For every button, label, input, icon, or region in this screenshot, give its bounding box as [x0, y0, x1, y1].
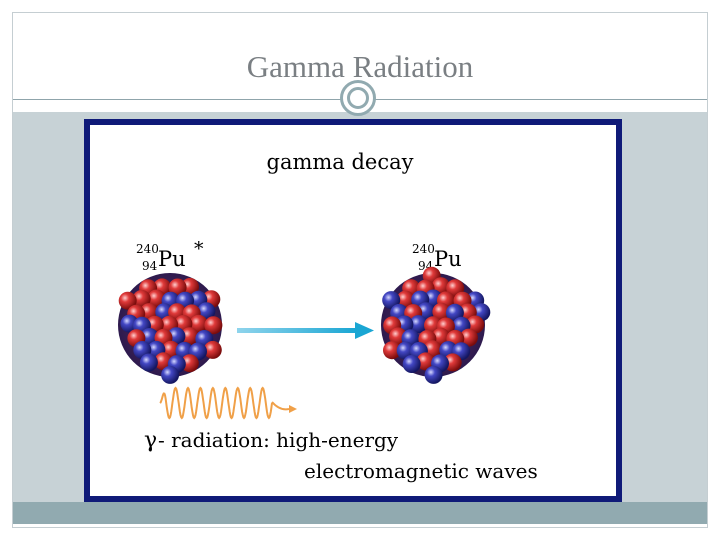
caption-line-2: electromagnetic waves	[304, 459, 538, 483]
proton-ball	[180, 327, 199, 346]
daughter-symbol: Pu	[434, 247, 462, 271]
parent-mass-number: 240	[136, 242, 159, 256]
neutron-ball	[139, 353, 158, 372]
neutron-ball	[424, 365, 443, 384]
gamma-symbol: γ	[144, 428, 157, 453]
parent-nucleus	[118, 273, 223, 384]
neutron-ball	[402, 355, 421, 373]
neutron-ball	[382, 291, 401, 310]
proton-ball	[118, 291, 137, 310]
neutron-ball	[409, 315, 428, 334]
parent-excited-mark: *	[194, 238, 204, 260]
proton-ball	[189, 314, 208, 333]
slide-frame	[12, 12, 708, 528]
footer-bar	[13, 502, 707, 524]
neutron-ball	[396, 341, 415, 360]
proton-ball	[180, 354, 199, 373]
gamma-wave-icon	[159, 386, 297, 420]
daughter-mass-number: 240	[412, 242, 435, 256]
daughter-nucleus	[381, 266, 491, 384]
parent-symbol: Pu	[158, 247, 186, 271]
proton-ball	[132, 289, 151, 308]
parent-atomic-number: 94	[142, 259, 158, 273]
proton-ball	[416, 352, 435, 371]
decay-arrow	[237, 322, 374, 339]
proton-ball	[147, 289, 166, 308]
proton-ball	[168, 278, 187, 297]
proton-ball	[204, 316, 223, 335]
gamma-decay-diagram: gamma decay 240 94 Pu * 240 94 Pu γ - r	[118, 150, 538, 483]
proton-ball	[396, 290, 415, 309]
neutron-ball	[161, 365, 180, 384]
proton-ball	[203, 340, 222, 359]
proton-ball	[459, 328, 478, 347]
proton-ball	[383, 341, 401, 360]
proton-ball	[432, 302, 451, 321]
diagram-heading: gamma decay	[267, 150, 414, 174]
slide-title: Gamma Radiation	[246, 49, 474, 84]
decorative-ring-icon	[340, 80, 376, 116]
gamma-decay-figure: gamma decay 240 94 Pu * 240 94 Pu γ - r	[84, 119, 622, 502]
caption-line-1: - radiation: high-energy	[158, 428, 399, 452]
